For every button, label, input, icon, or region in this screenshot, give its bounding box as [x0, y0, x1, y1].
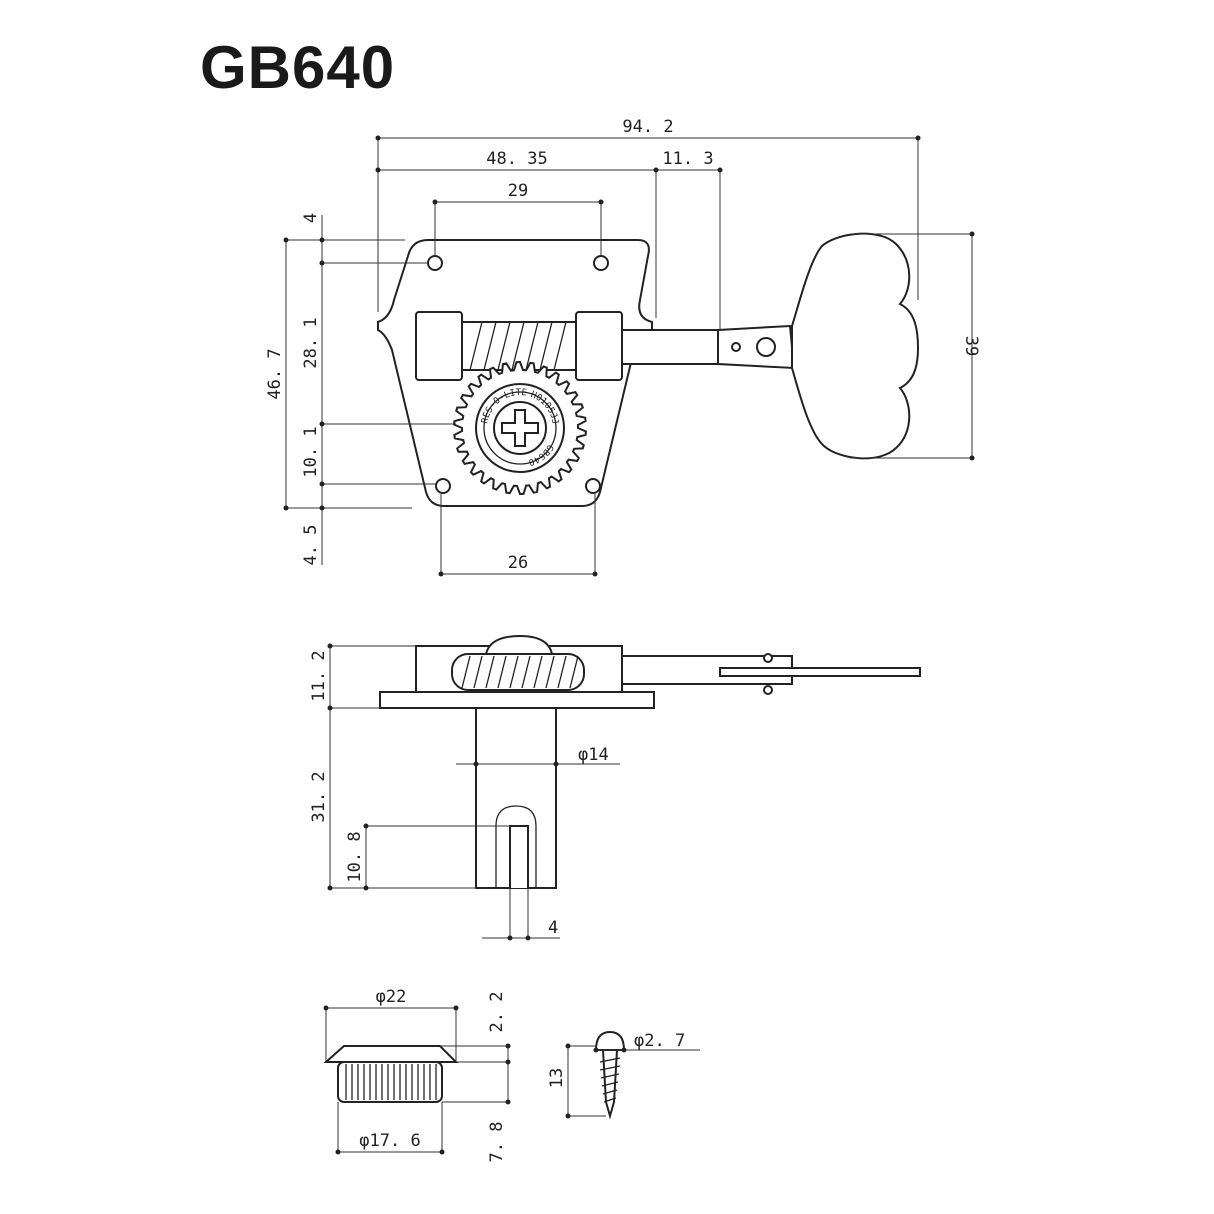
key-button — [791, 232, 920, 460]
dim-slot-depth: 10. 8 — [345, 831, 365, 882]
mounting-hole-top-left — [427, 255, 443, 271]
dim-total-length: 94. 2 — [622, 117, 673, 137]
top-view-dimension-lines — [285, 137, 973, 575]
dim-post-diameter: φ14 — [578, 745, 609, 765]
phillips-cross — [501, 409, 539, 447]
dim-bottom-margin: 4. 5 — [301, 525, 321, 566]
dim-post-length: 31. 2 — [309, 771, 329, 822]
bearing-left — [415, 311, 463, 381]
key-hole-large — [756, 337, 776, 357]
bushing-flange — [323, 1045, 459, 1063]
side-gear — [451, 653, 585, 691]
side-view: 11. 2 31. 2 10. 8 φ14 4 — [309, 634, 921, 941]
dim-screw-diameter: φ2. 7 — [634, 1031, 685, 1051]
screw-view: φ2. 7 13 — [547, 1030, 700, 1120]
dim-housing-height: 11. 2 — [309, 650, 329, 701]
dim-bushing-top-diameter: φ22 — [376, 987, 407, 1007]
gear-wheel: RES-O-LITE H0105JJ GB640 — [453, 360, 587, 496]
key-hole-small — [731, 342, 741, 352]
dim-top-margin: 4 — [301, 213, 321, 223]
screw-head — [594, 1030, 626, 1051]
dim-top-hole-spacing: 29 — [508, 181, 528, 201]
dim-bottom-hole-spacing: 26 — [508, 553, 528, 573]
dim-plate-height: 46. 7 — [265, 348, 285, 399]
dim-bushing-flange: 2. 2 — [487, 992, 507, 1033]
dim-shaft-gap: 11. 3 — [662, 149, 713, 169]
top-view: RES-O-LITE H0105JJ GB640 — [265, 117, 981, 577]
bearing-right — [575, 311, 623, 381]
dim-button-height: 39 — [961, 336, 981, 356]
mounting-hole-top-right — [593, 255, 609, 271]
dim-lower-hole-offset: 10. 1 — [301, 426, 321, 477]
model-title: GB640 — [200, 34, 396, 101]
dim-slot-width: 4 — [548, 918, 558, 938]
shaft — [617, 329, 723, 365]
dim-bushing-height: 7. 8 — [487, 1122, 507, 1163]
bushing-body — [337, 1061, 443, 1103]
side-key-edge — [719, 667, 921, 677]
dim-worm-center: 28. 1 — [301, 317, 321, 368]
dim-screw-length: 13 — [547, 1068, 567, 1088]
mounting-hole-bottom-left — [435, 478, 451, 494]
dim-bushing-body-diameter: φ17. 6 — [359, 1131, 420, 1151]
post-slot — [509, 825, 529, 888]
bushing-view: φ22 φ17. 6 2. 2 7. 8 — [323, 987, 511, 1163]
mounting-hole-bottom-right — [585, 478, 601, 494]
side-base-plate — [379, 691, 655, 709]
dim-post-offset: 48. 35 — [486, 149, 547, 169]
